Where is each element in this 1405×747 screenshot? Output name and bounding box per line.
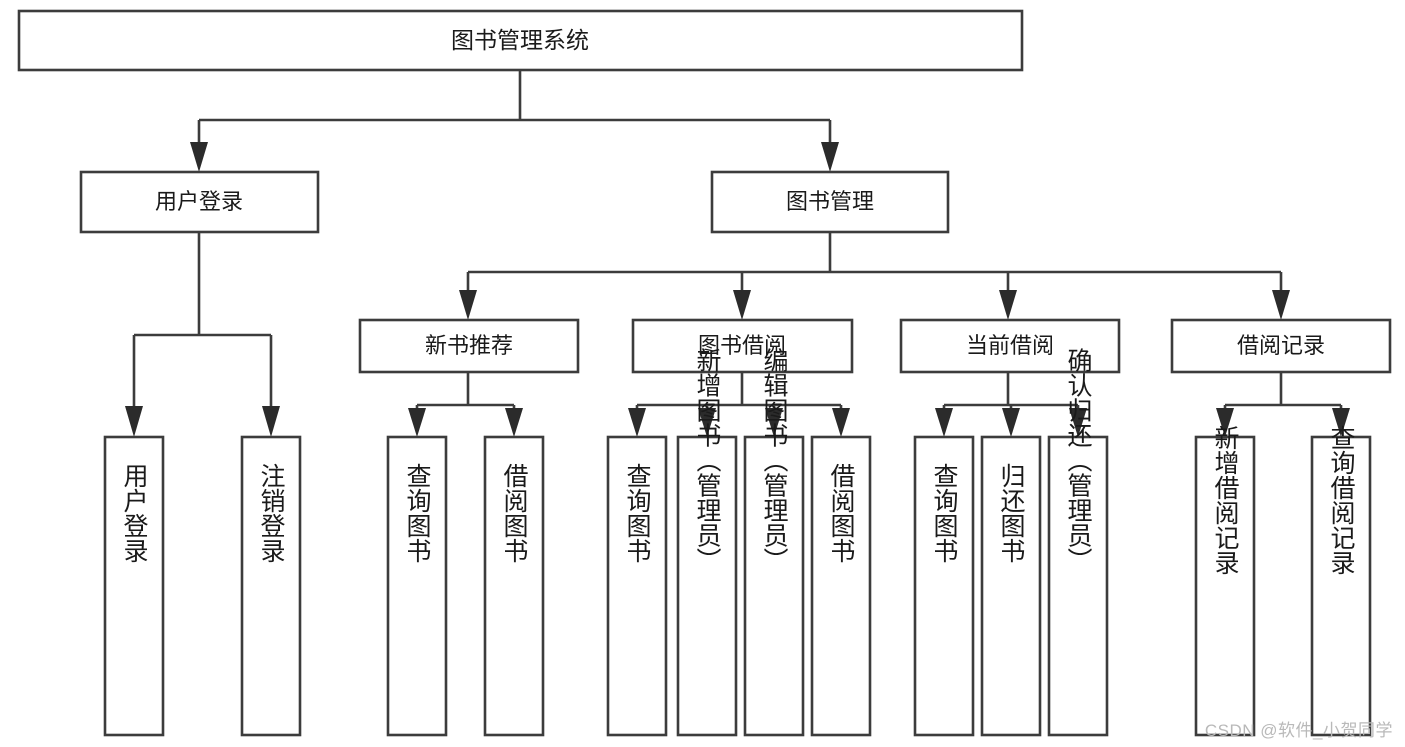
node-current-borrow-label: 当前借阅 bbox=[966, 333, 1054, 358]
node-leaf-user-logout-label: 注销登录 bbox=[257, 463, 286, 563]
node-leaf-return-book-label: 归还图书 bbox=[997, 463, 1026, 563]
edge-group-user-login bbox=[125, 232, 280, 437]
node-leaf-add-record[interactable]: 新增借阅记录 bbox=[1194, 425, 1256, 737]
node-borrow-record[interactable]: 借阅记录 bbox=[1170, 318, 1392, 374]
node-leaf-user-logout-box[interactable] bbox=[240, 435, 302, 737]
arrow-head-book-manage bbox=[821, 142, 839, 172]
arrow-head-leaf-return-book bbox=[1002, 408, 1020, 437]
node-current-borrow[interactable]: 当前借阅 bbox=[899, 318, 1121, 374]
node-leaf-confirm-return[interactable]: 确认归还（管理员） bbox=[1047, 348, 1109, 737]
node-leaf-user-login-box[interactable] bbox=[103, 435, 165, 737]
node-book-manage[interactable]: 图书管理 bbox=[710, 170, 950, 234]
node-leaf-query-record[interactable]: 查询借阅记录 bbox=[1310, 425, 1372, 737]
arrow-head-book-borrow bbox=[733, 290, 751, 320]
arrow-head-leaf-borrow-book-1 bbox=[505, 408, 523, 437]
edge-group-book-manage bbox=[459, 232, 1290, 320]
arrow-head-borrow-record bbox=[1272, 290, 1290, 320]
node-leaf-query-book-1-box[interactable] bbox=[386, 435, 448, 737]
arrow-head-new-book-rec bbox=[459, 290, 477, 320]
edge-group-current-borrow bbox=[935, 372, 1087, 437]
node-root[interactable]: 图书管理系统 bbox=[17, 9, 1024, 72]
node-leaf-user-login[interactable]: 用户登录 bbox=[103, 435, 165, 737]
edge-group-borrow-record bbox=[1216, 372, 1350, 437]
node-leaf-borrow-book-2[interactable]: 借阅图书 bbox=[810, 435, 872, 737]
node-root-box[interactable] bbox=[17, 9, 1024, 72]
node-new-book-rec-label: 新书推荐 bbox=[425, 333, 513, 358]
node-book-manage-box[interactable] bbox=[710, 170, 950, 234]
node-leaf-query-record-box[interactable] bbox=[1310, 435, 1372, 737]
arrow-head-leaf-query-book-3 bbox=[935, 408, 953, 437]
node-leaf-query-book-2[interactable]: 查询图书 bbox=[606, 435, 668, 737]
node-leaf-query-book-1[interactable]: 查询图书 bbox=[386, 435, 448, 737]
node-book-borrow-box[interactable] bbox=[631, 318, 854, 374]
node-book-borrow-label: 图书借阅 bbox=[698, 333, 786, 358]
node-leaf-add-record-box[interactable] bbox=[1194, 435, 1256, 737]
csdn-watermark: CSDN @软件_小贺同学 bbox=[1204, 721, 1393, 740]
arrow-head-leaf-user-login bbox=[125, 406, 143, 437]
node-leaf-query-book-3-box[interactable] bbox=[913, 435, 975, 737]
arrow-head-leaf-query-record bbox=[1332, 408, 1350, 437]
node-leaf-return-book-box[interactable] bbox=[980, 435, 1042, 737]
node-leaf-borrow-book-1-box[interactable] bbox=[483, 435, 545, 737]
node-book-borrow[interactable]: 图书借阅 bbox=[631, 318, 854, 374]
arrow-head-user-login bbox=[190, 142, 208, 172]
edge-group-book-borrow bbox=[628, 372, 850, 437]
node-leaf-edit-book-box[interactable] bbox=[743, 435, 805, 737]
node-leaf-borrow-book-1-label: 借阅图书 bbox=[500, 463, 529, 563]
arrow-head-leaf-add-book bbox=[698, 408, 716, 437]
node-root-label: 图书管理系统 bbox=[451, 27, 589, 53]
node-leaf-return-book[interactable]: 归还图书 bbox=[980, 435, 1042, 737]
arrow-head-current-borrow bbox=[999, 290, 1017, 320]
arrow-head-leaf-add-record bbox=[1216, 408, 1234, 437]
node-leaf-query-book-3-label: 查询图书 bbox=[930, 463, 959, 563]
node-leaf-user-logout[interactable]: 注销登录 bbox=[240, 435, 302, 737]
node-leaf-edit-book[interactable]: 编辑图书（管理员） bbox=[743, 348, 805, 737]
node-leaf-query-book-2-label: 查询图书 bbox=[623, 463, 652, 563]
node-leaf-user-login-label: 用户登录 bbox=[120, 463, 149, 563]
edge-group-new-book-rec bbox=[408, 372, 523, 437]
node-leaf-query-record-label: 查询借阅记录 bbox=[1327, 425, 1356, 575]
node-leaf-query-book-2-box[interactable] bbox=[606, 435, 668, 737]
node-leaf-borrow-book-2-label: 借阅图书 bbox=[827, 463, 856, 563]
node-book-manage-label: 图书管理 bbox=[786, 189, 874, 214]
node-leaf-borrow-book-1[interactable]: 借阅图书 bbox=[483, 435, 545, 737]
node-leaf-confirm-return-label: 确认归还（管理员） bbox=[1064, 348, 1093, 573]
node-new-book-rec[interactable]: 新书推荐 bbox=[358, 318, 580, 374]
node-leaf-edit-book-label: 编辑图书（管理员） bbox=[760, 348, 789, 573]
node-leaf-add-record-label: 新增借阅记录 bbox=[1211, 425, 1240, 575]
node-new-book-rec-box[interactable] bbox=[358, 318, 580, 374]
node-leaf-confirm-return-box[interactable] bbox=[1047, 435, 1109, 737]
node-leaf-add-book-label: 新增图书（管理员） bbox=[693, 348, 722, 573]
node-leaf-add-book[interactable]: 新增图书（管理员） bbox=[676, 348, 738, 737]
node-leaf-add-book-box[interactable] bbox=[676, 435, 738, 737]
arrow-head-leaf-edit-book bbox=[765, 408, 783, 437]
node-user-login-box[interactable] bbox=[79, 170, 320, 234]
arrow-head-leaf-query-book-2 bbox=[628, 408, 646, 437]
node-leaf-query-book-3[interactable]: 查询图书 bbox=[913, 435, 975, 737]
node-current-borrow-box[interactable] bbox=[899, 318, 1121, 374]
arrow-head-leaf-query-book-1 bbox=[408, 408, 426, 437]
arrow-head-leaf-borrow-book-2 bbox=[832, 408, 850, 437]
node-user-login[interactable]: 用户登录 bbox=[79, 170, 320, 234]
node-borrow-record-box[interactable] bbox=[1170, 318, 1392, 374]
arrow-head-leaf-user-logout bbox=[262, 406, 280, 437]
edge-group-root bbox=[190, 70, 839, 172]
node-leaf-borrow-book-2-box[interactable] bbox=[810, 435, 872, 737]
arrow-head-leaf-confirm-return bbox=[1069, 408, 1087, 437]
node-leaf-query-book-1-label: 查询图书 bbox=[403, 463, 432, 563]
node-user-login-label: 用户登录 bbox=[155, 189, 243, 214]
node-borrow-record-label: 借阅记录 bbox=[1237, 333, 1325, 358]
